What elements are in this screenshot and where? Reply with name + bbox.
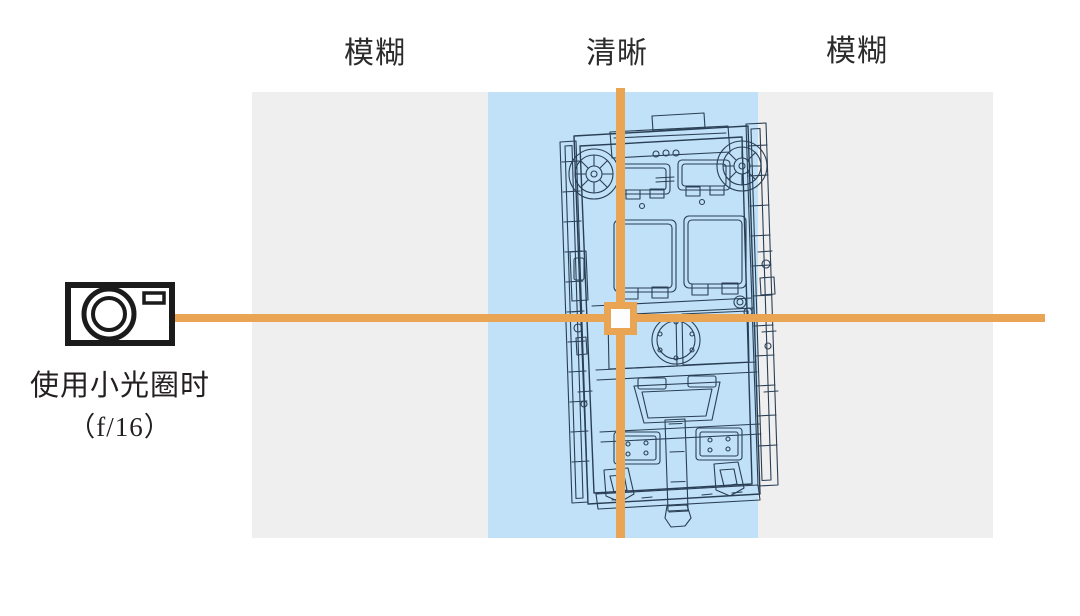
camera-caption-line2: （f/16） [68, 412, 172, 442]
zone-label-sharp: 清晰 [586, 37, 648, 70]
focus-point-marker [604, 302, 637, 335]
zone-label-blur-right: 模糊 [826, 35, 888, 68]
camera-caption: 使用小光圈时 （f/16） [0, 366, 240, 448]
zone-label-blur-left: 模糊 [344, 37, 406, 70]
optical-axis-line [118, 314, 1045, 322]
camera-caption-line1: 使用小光圈时 [29, 370, 210, 402]
camera-icon [65, 282, 175, 346]
